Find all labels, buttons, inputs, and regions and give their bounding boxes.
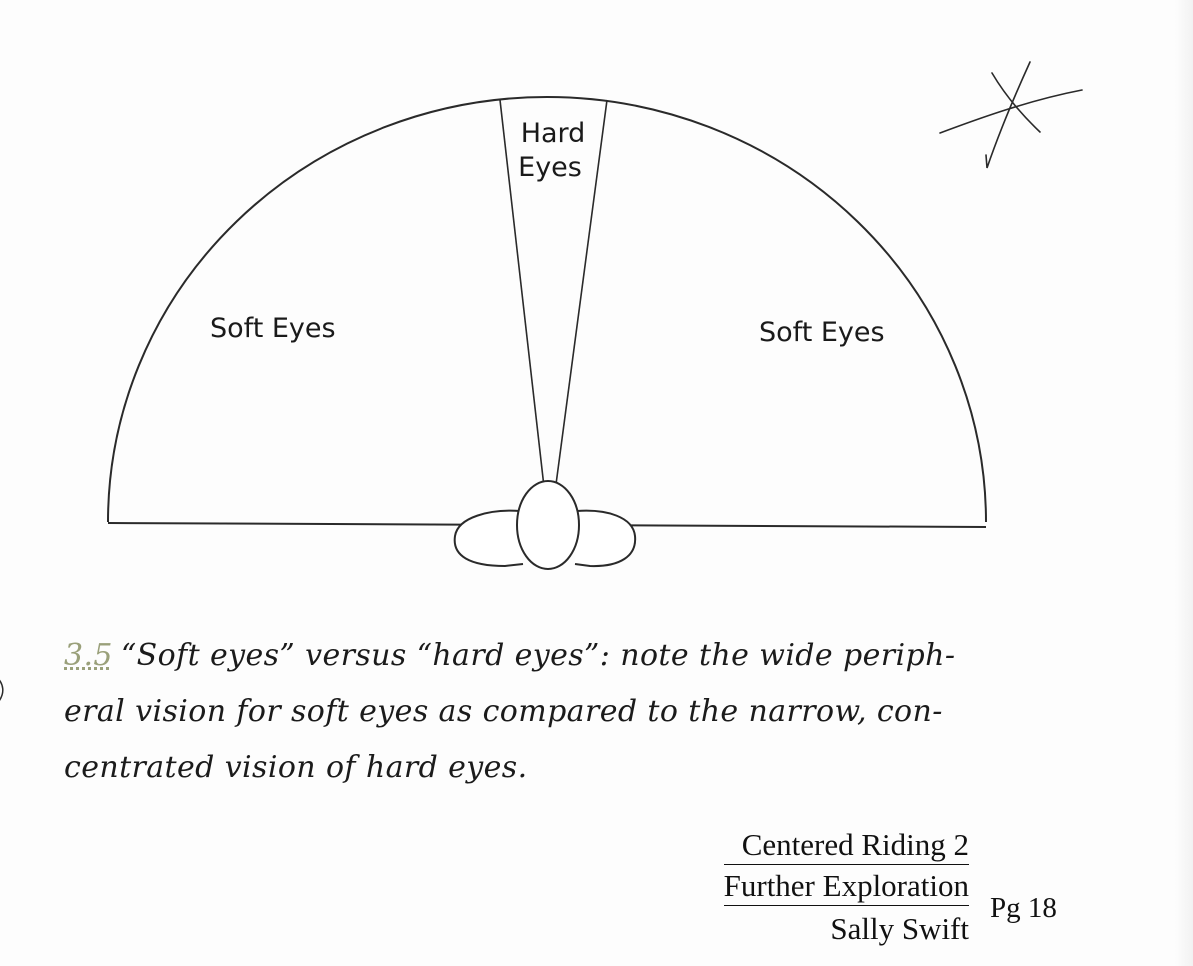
vision-field-arc [107,96,987,523]
vision-field-diagram: Soft Eyes Hard Eyes Soft Eyes [107,61,1083,570]
soft-eyes-right-label: Soft Eyes [759,317,885,348]
page-number: Pg 18 [990,892,1057,924]
hard-eyes-wedge-right-edge [550,99,608,523]
book-title: Centered Riding 2 [723,826,969,865]
caption-line-1: “Soft eyes” versus “hard eyes”: note the… [120,638,956,673]
caption-line-3: centrated vision of hard eyes. [64,750,528,785]
hard-eyes-wedge-left-edge [499,99,549,523]
caption-line-2: eral vision for soft eyes as compared to… [64,694,943,729]
figure-number: 3.5 [64,638,113,673]
book-subtitle: Further Exploration [723,867,969,906]
book-author: Sally Swift [830,911,969,946]
rider-head-icon [453,480,637,570]
hard-eyes-label-line-1: Hard [521,118,586,149]
page-edge-shadow [1175,0,1193,966]
soft-eyes-left-label: Soft Eyes [210,313,336,344]
scan-margin-mark [0,679,4,701]
book-citation: Centered Riding 2 Further Exploration Sa… [723,826,969,950]
figure-caption: 3.5“Soft eyes” versus “hard eyes”: note … [64,628,1074,796]
hand-drawn-x-mark-icon [939,61,1083,169]
hard-eyes-label-line-2: Eyes [518,152,582,183]
